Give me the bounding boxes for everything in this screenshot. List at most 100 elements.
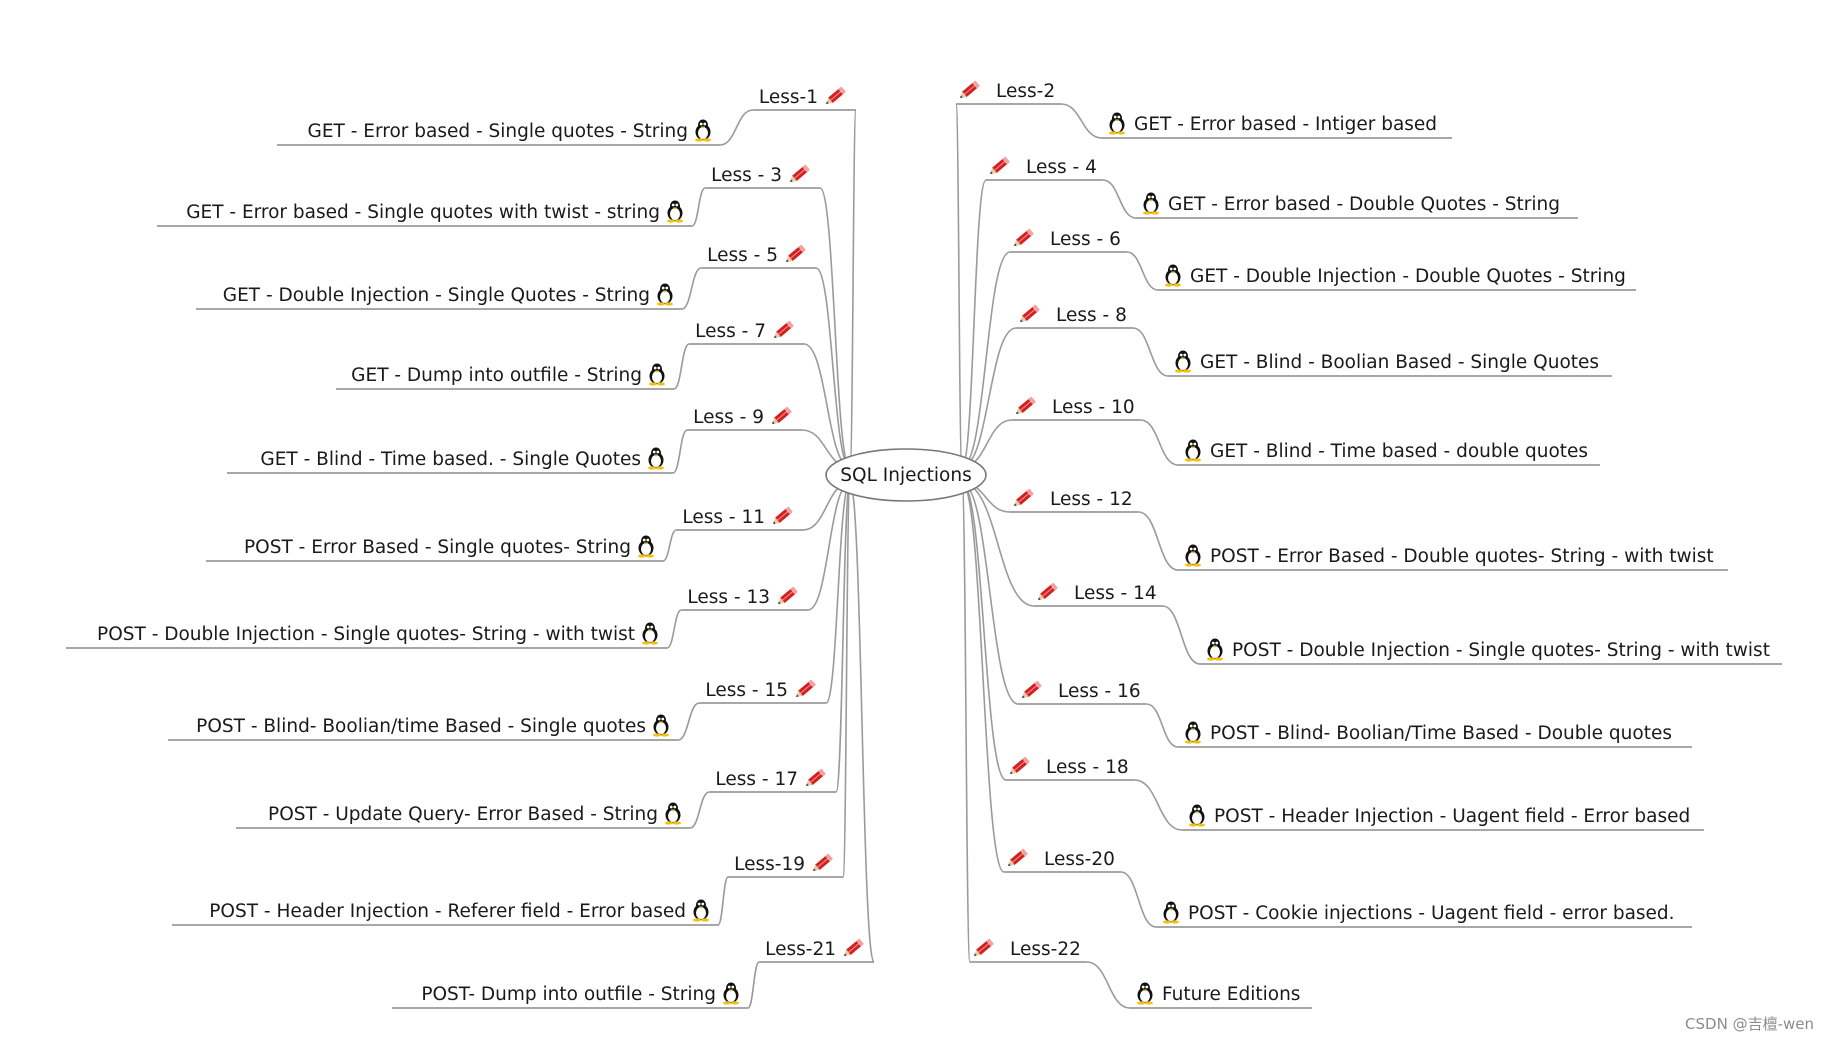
connector-lines — [662, 103, 1201, 1009]
branch-lesson-to-topic — [689, 791, 710, 829]
topic-node[interactable]: POST - Error Based - Single quotes- Stri… — [206, 535, 663, 562]
lesson-node[interactable]: Less - 12 — [1010, 488, 1139, 513]
branch-root-to-lesson — [961, 482, 1007, 781]
branch-lesson-to-topic — [666, 609, 682, 649]
topic-label: GET - Error based - Single quotes with t… — [186, 202, 660, 223]
topic-label: POST - Cookie injections - Uagent field … — [1188, 903, 1675, 924]
pencil-icon — [796, 679, 816, 697]
topic-node[interactable]: Future Editions — [1130, 982, 1312, 1009]
lesson-node[interactable]: Less - 6 — [1010, 228, 1127, 253]
branch-lesson-to-topic — [673, 343, 690, 390]
branch-lesson-to-topic — [1146, 703, 1179, 748]
lesson-label: Less - 13 — [687, 587, 770, 608]
lesson-node[interactable]: Less - 17 — [709, 768, 836, 793]
topic-node[interactable]: POST - Cookie injections - Uagent field … — [1156, 901, 1692, 928]
lesson-node[interactable]: Less - 14 — [1034, 582, 1163, 607]
topic-node[interactable]: GET - Blind - Time based - double quotes — [1178, 439, 1600, 466]
lesson-label: Less-2 — [996, 81, 1055, 102]
topic-node[interactable]: POST - Blind- Boolian/time Based - Singl… — [168, 714, 678, 741]
lesson-node[interactable]: Less-2 — [956, 80, 1062, 105]
topic-node[interactable]: POST - Header Injection - Referer field … — [172, 899, 718, 926]
branch-root-to-lesson — [849, 109, 857, 468]
branch-root-to-lesson — [849, 482, 875, 963]
lesson-node[interactable]: Less - 16 — [1018, 680, 1147, 705]
topic-node[interactable]: GET - Dump into outfile - String — [336, 363, 674, 390]
branch-lesson-to-topic — [1132, 327, 1169, 377]
lesson-node[interactable]: Less - 13 — [681, 586, 808, 611]
lesson-node[interactable]: Less - 15 — [699, 679, 826, 704]
root-node-ellipse — [825, 448, 987, 502]
topic-node[interactable]: POST - Update Query- Error Based - Strin… — [236, 802, 690, 829]
pencil-icon — [772, 406, 792, 424]
branch-root-to-lesson — [961, 179, 987, 468]
topic-label: POST - Header Injection - Uagent field -… — [1214, 806, 1690, 827]
topic-node[interactable]: POST - Blind- Boolian/Time Based - Doubl… — [1178, 721, 1692, 748]
lesson-node[interactable]: Less - 5 — [701, 244, 816, 269]
branch-lesson-to-topic — [1086, 961, 1131, 1009]
topic-node[interactable]: POST - Error Based - Double quotes- Stri… — [1178, 544, 1728, 571]
linux-penguin-icon — [1137, 982, 1153, 1005]
lesson-label: Less - 14 — [1074, 583, 1157, 604]
linux-penguin-icon — [642, 622, 658, 645]
lesson-node[interactable]: Less - 8 — [1016, 304, 1133, 329]
topic-label: Future Editions — [1162, 984, 1300, 1005]
topic-node[interactable]: GET - Error based - Intiger based — [1102, 112, 1452, 139]
lesson-label: Less - 6 — [1050, 229, 1121, 250]
pencil-icon — [1020, 304, 1040, 322]
root-node[interactable]: SQL Injections — [825, 448, 987, 502]
topic-label: GET - Error based - Intiger based — [1134, 114, 1437, 135]
branch-lesson-to-topic — [1120, 871, 1157, 928]
branch-lesson-to-topic — [747, 961, 760, 1009]
lesson-label: Less - 8 — [1056, 305, 1127, 326]
topic-node[interactable]: GET - Blind - Time based. - Single Quote… — [227, 447, 673, 474]
lesson-node[interactable]: Less - 11 — [676, 506, 803, 531]
linux-penguin-icon — [1185, 721, 1201, 744]
lesson-node[interactable]: Less-21 — [759, 938, 874, 963]
topic-label: GET - Dump into outfile - String — [351, 365, 642, 386]
lesson-label: Less - 4 — [1026, 157, 1097, 178]
pencil-icon — [974, 938, 994, 956]
topic-node[interactable]: POST - Double Injection - Single quotes-… — [66, 622, 667, 649]
branch-lesson-to-topic — [719, 109, 754, 146]
lesson-node[interactable]: Less-1 — [752, 86, 856, 111]
branch-root-to-lesson — [955, 103, 963, 468]
lesson-node[interactable]: Less-20 — [1004, 848, 1121, 873]
topic-node[interactable]: GET - Error based - Single quotes with t… — [157, 200, 692, 227]
linux-penguin-icon — [1175, 350, 1191, 373]
topic-node[interactable]: GET - Double Injection - Single Quotes -… — [196, 283, 682, 310]
lesson-node[interactable]: Less - 3 — [705, 164, 820, 189]
topic-node[interactable]: GET - Blind - Boolian Based - Single Quo… — [1168, 350, 1612, 377]
lesson-node[interactable]: Less - 9 — [687, 406, 802, 431]
lesson-node[interactable]: Less - 7 — [689, 320, 804, 345]
topic-label: POST - Blind- Boolian/time Based - Singl… — [196, 716, 646, 737]
pencil-icon — [774, 320, 794, 338]
topic-label: POST- Dump into outfile - String — [421, 984, 716, 1005]
branch-lesson-to-topic — [1126, 251, 1159, 291]
lesson-node[interactable]: Less - 4 — [986, 156, 1103, 181]
topic-node[interactable]: POST- Dump into outfile - String — [392, 982, 748, 1009]
pencil-icon — [786, 244, 806, 262]
pencil-icon — [806, 768, 826, 786]
lesson-node[interactable]: Less - 10 — [1012, 396, 1141, 421]
topic-node[interactable]: GET - Error based - Single quotes - Stri… — [277, 119, 720, 146]
topic-node[interactable]: GET - Error based - Double Quotes - Stri… — [1136, 192, 1578, 219]
pencil-icon — [1016, 396, 1036, 414]
branch-root-to-lesson — [835, 482, 851, 793]
topic-label: GET - Double Injection - Single Quotes -… — [223, 285, 650, 306]
lesson-node[interactable]: Less - 18 — [1006, 756, 1135, 781]
topic-label: GET - Error based - Double Quotes - Stri… — [1168, 194, 1560, 215]
topic-node[interactable]: GET - Double Injection - Double Quotes -… — [1158, 264, 1636, 291]
lesson-node[interactable]: Less-22 — [970, 938, 1087, 963]
topic-node[interactable]: POST - Header Injection - Uagent field -… — [1182, 804, 1704, 831]
pencil-icon — [1014, 488, 1034, 506]
linux-penguin-icon — [1109, 112, 1125, 135]
pencil-icon — [813, 853, 833, 871]
lesson-node[interactable]: Less-19 — [728, 853, 843, 878]
topic-node[interactable]: POST - Double Injection - Single quotes-… — [1200, 638, 1782, 665]
lesson-label: Less - 10 — [1052, 397, 1135, 418]
topic-label: GET - Double Injection - Double Quotes -… — [1190, 266, 1626, 287]
pencil-icon — [960, 80, 980, 98]
branch-lesson-to-topic — [691, 187, 706, 227]
